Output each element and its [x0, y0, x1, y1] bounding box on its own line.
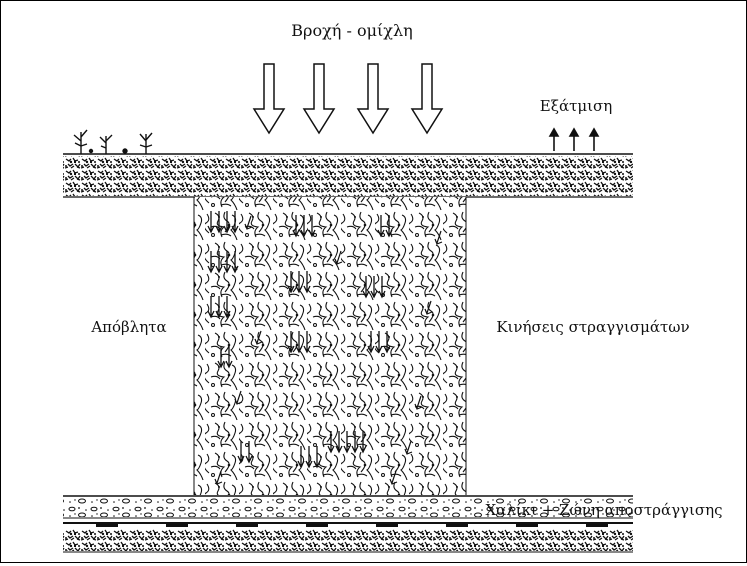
drainage-pipe — [306, 522, 328, 527]
waste-label: Απόβλητα — [90, 318, 166, 336]
plant-icon — [100, 135, 112, 154]
evaporation-arrows — [550, 129, 598, 151]
evaporation-label: Εξάτμιση — [540, 97, 613, 115]
leachate-label: Κινήσεις στραγγισμάτων — [496, 318, 689, 336]
drainage-pipe — [96, 522, 118, 527]
plant-icon — [140, 133, 152, 154]
liner-layer — [63, 522, 633, 552]
drainage-pipe — [516, 522, 538, 527]
down-arrow-icon — [304, 64, 334, 133]
rain-arrows — [254, 64, 442, 133]
up-arrow-icon — [550, 129, 558, 151]
rain-label: Βροχή - ομίχλη — [291, 21, 412, 40]
drainage-pipe — [166, 522, 188, 527]
drainage-pipe — [586, 522, 608, 527]
drainage-pipe — [236, 522, 258, 527]
plant-icon — [74, 130, 87, 154]
up-arrow-icon — [590, 129, 598, 151]
down-arrow-icon — [358, 64, 388, 133]
soil-cover-layer — [63, 154, 633, 197]
down-arrow-icon — [412, 64, 442, 133]
up-arrow-icon — [570, 129, 578, 151]
drainage-pipe — [446, 522, 468, 527]
plants — [74, 130, 152, 154]
down-arrow-icon — [254, 64, 284, 133]
drainage-pipe — [376, 522, 398, 527]
drainage-label: Χαλίκι + Ζώνη αποστράγγισης — [485, 501, 722, 519]
